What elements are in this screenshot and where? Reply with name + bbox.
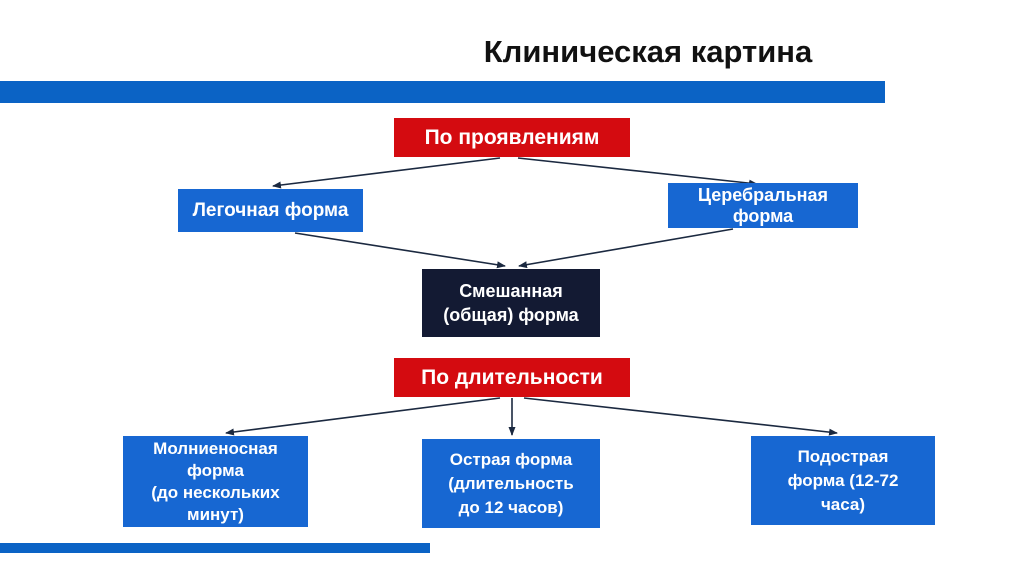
- slide-title: Клиническая картина: [483, 34, 813, 69]
- node-pulmonary-form: Легочная форма: [178, 189, 363, 232]
- node-cerebral-form: Церебральная форма: [668, 183, 858, 228]
- arrow-duration-to-fulminant: [225, 397, 501, 436]
- header-by-duration: По длительности: [394, 358, 630, 397]
- top-accent-bar: [0, 81, 885, 103]
- node-subacute-form: Подострая форма (12-72 часа): [751, 436, 935, 525]
- arrow-manifestations-to-cerebral: [517, 157, 758, 187]
- arrow-cerebral-to-mixed: [518, 228, 734, 269]
- node-fulminant-form: Молниеносная форма (до нескольких минут): [123, 436, 308, 527]
- header-by-manifestations: По проявлениям: [394, 118, 630, 157]
- arrow-manifestations-to-pulmonary: [272, 157, 501, 189]
- node-acute-form: Острая форма (длительность до 12 часов): [422, 439, 600, 528]
- arrow-duration-to-subacute: [523, 397, 838, 436]
- node-mixed-general-form: Смешанная (общая) форма: [422, 269, 600, 337]
- arrow-pulmonary-to-mixed: [294, 232, 506, 269]
- bottom-accent-bar: [0, 543, 430, 553]
